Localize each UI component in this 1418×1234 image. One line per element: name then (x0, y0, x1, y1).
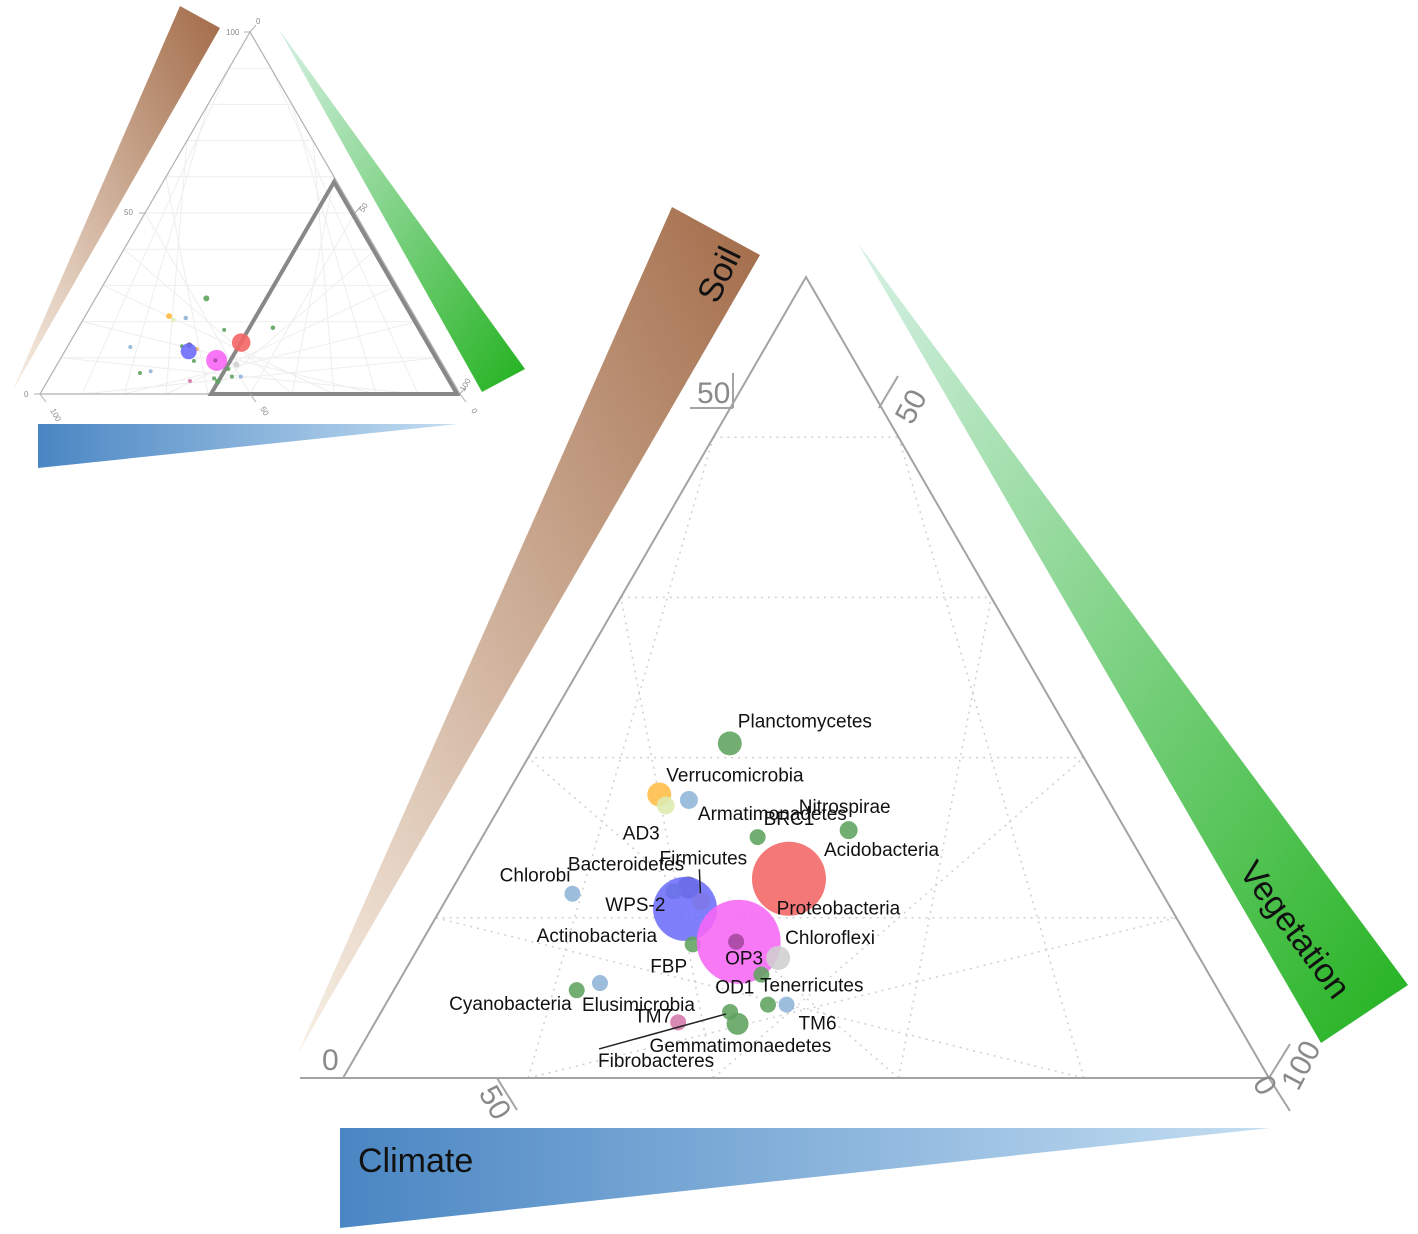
label-brc1: BRC1 (764, 809, 815, 830)
label-ad3: AD3 (623, 823, 660, 844)
inset-point-op3 (213, 358, 218, 363)
inset-point-tenerricutes (229, 374, 234, 379)
point-od1 (753, 966, 770, 983)
label-elusimicrobia: Elusimicrobia (582, 995, 695, 1016)
point-chlorobi (564, 885, 581, 902)
inset-grid-vegetation-9 (81, 357, 440, 395)
inset-tick-right-0: 0 (256, 17, 261, 26)
point-elusimicrobia (591, 975, 608, 992)
leader-firmicutes (698, 869, 702, 894)
tick-climate-50: 50 (472, 1080, 517, 1125)
inset-point-cyanobacteria (137, 371, 142, 376)
point-tm6 (778, 996, 795, 1013)
inset-point-fbp (191, 359, 196, 364)
inset-point-nitrospirae (270, 325, 276, 331)
inset-grid-climate-5 (144, 212, 251, 395)
inset-point-gemmatimonaedetes (215, 378, 221, 385)
inset-point-brc1 (222, 327, 227, 332)
label-od1: OD1 (715, 978, 754, 999)
label-gemmatimonaedetes: Gemmatimonaedetes (650, 1036, 832, 1057)
inset-point-chlorobi (128, 344, 133, 349)
label-wps-2: WPS-2 (605, 895, 665, 916)
label-acidobacteria: Acidobacteria (824, 840, 940, 861)
inset-point-actinobacteria (180, 343, 197, 360)
inset-grid-vegetation-7 (165, 284, 398, 395)
main-ternary: Soil Vegetation Climate 50 0 50 100 50 0… (297, 207, 1408, 1228)
point-ad3 (656, 796, 675, 815)
label-bacteroidetes: Bacteroidetes (568, 854, 684, 875)
label-tm6: TM6 (799, 1014, 837, 1035)
vegetation-gradient-bar (857, 242, 1408, 1043)
label-fibrobacteres: Fibrobacteres (598, 1051, 714, 1072)
point-op3 (728, 933, 745, 950)
climate-gradient-bar (340, 1128, 1270, 1228)
point-planctomycetes (717, 731, 742, 756)
label-op3: OP3 (725, 949, 763, 970)
label-armatimonadetes: Armatimonadetes (698, 804, 847, 825)
point-brc1 (749, 829, 766, 846)
tick-soil-0: 0 (322, 1044, 339, 1077)
inset-grid-vegetation-5 (249, 212, 356, 395)
tick-soil-50: 50 (697, 377, 730, 410)
inset-point-verrucomicrobia (166, 313, 173, 320)
label-chloroflexi: Chloroflexi (785, 928, 875, 949)
inset-point-planctomycetes (203, 295, 210, 302)
inset-tick-bottom-0: 0 (469, 407, 479, 416)
inset-tick-bottom-100: 100 (48, 407, 63, 424)
point-armatimonadetes (679, 790, 698, 809)
inset-point-armatimonadetes (183, 315, 188, 321)
inset-zoom-window (207, 178, 461, 396)
inset-tick-right-50: 50 (358, 201, 371, 214)
leader-fibrobacteres (598, 1013, 727, 1050)
inset-overview: 100 50 0 0 50 100 100 50 0 (12, 6, 525, 468)
soil-gradient-bar (297, 207, 760, 1055)
label-tm7: TM7 (634, 1006, 672, 1027)
tick-veg-100: 100 (1275, 1036, 1328, 1096)
label-tenerricutes: Tenerricutes (760, 976, 864, 997)
tick-veg-50: 50 (889, 384, 934, 429)
inset-point-od1 (226, 367, 231, 372)
inset-climate-gradient-bar (38, 424, 458, 468)
inset-grid (60, 67, 440, 395)
label-fbp: FBP (650, 956, 687, 977)
inset-point-elusimicrobia (148, 369, 153, 374)
grid-line-vegetation-2 (897, 597, 992, 1079)
inset-point-tm6 (238, 374, 243, 379)
point-gemmatimonaedetes (726, 1012, 749, 1035)
inset-vegetation-gradient-bar (278, 28, 525, 392)
label-planctomycetes: Planctomycetes (738, 711, 872, 732)
inset-tick-bottom-50: 50 (258, 405, 271, 418)
label-verrucomicrobia: Verrucomicrobia (666, 766, 804, 787)
inset-soil-gradient-bar (12, 6, 220, 392)
axis-title-climate: Climate (358, 1142, 473, 1180)
point-tenerricutes (760, 996, 777, 1013)
point-cyanobacteria (568, 982, 585, 999)
label-nitrospirae: Nitrospirae (799, 797, 891, 818)
inset-tick-left-100: 100 (226, 28, 240, 37)
point-chloroflexi (766, 945, 791, 970)
inset-point-tm7 (187, 378, 192, 383)
label-proteobacteria: Proteobacteria (777, 899, 901, 920)
point-acidobacteria (751, 841, 826, 916)
inset-point-ad3 (171, 317, 176, 323)
label-actinobacteria: Actinobacteria (537, 926, 658, 947)
inset-grid-climate-7 (102, 284, 335, 395)
label-firmicutes: Firmicutes (660, 848, 748, 869)
main-triangle (341, 275, 1271, 1079)
inset-point-fibrobacteres (212, 376, 217, 381)
inset-tick-left-50: 50 (124, 208, 133, 217)
label-cyanobacteria: Cyanobacteria (449, 994, 572, 1015)
inset-tick-right-100: 100 (458, 376, 473, 393)
tick-climate-0: 0 (1246, 1070, 1283, 1101)
main-grid (435, 436, 1177, 1079)
grid-line-climate-2 (620, 597, 715, 1079)
inset-point-chloroflexi (233, 361, 240, 368)
inset-points (128, 295, 276, 385)
point-nitrospirae (839, 821, 858, 840)
inset-tick-left-0: 0 (24, 390, 29, 399)
label-chlorobi: Chlorobi (500, 866, 571, 887)
inset-point-acidobacteria (231, 333, 251, 352)
